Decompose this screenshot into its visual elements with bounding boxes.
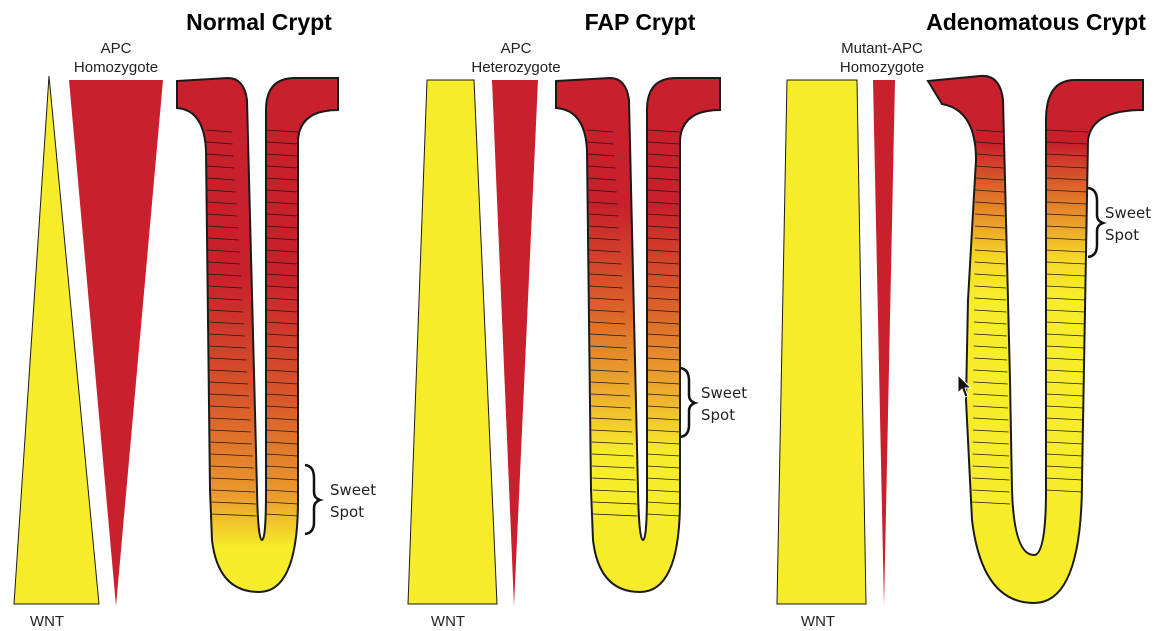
sweet-spot-label-line1: Sweet xyxy=(330,481,376,499)
sweet-spot-bracket xyxy=(680,368,695,437)
panel-title: Normal Crypt xyxy=(186,9,332,35)
panel-title: FAP Crypt xyxy=(585,9,696,35)
sweet-spot-label-line2: Spot xyxy=(1105,226,1139,244)
apc-label-line1: Mutant-APC xyxy=(841,40,923,57)
apc-label-line2: Heterozygote xyxy=(471,59,560,76)
sweet-spot-label-line1: Sweet xyxy=(701,384,747,402)
wnt-label: WNT xyxy=(30,613,64,630)
apc-label-line2: Homozygote xyxy=(840,59,924,76)
wnt-gradient-wedge xyxy=(777,80,866,604)
panel-fap-crypt: FAP Crypt APC Heterozygote Sweet Spot WN… xyxy=(408,9,747,630)
apc-label-line1: APC xyxy=(501,40,532,57)
sweet-spot-label-line2: Spot xyxy=(701,406,735,424)
sweet-spot-label-line1: Sweet xyxy=(1105,204,1151,222)
sweet-spot-bracket xyxy=(305,465,320,534)
mouse-pointer-icon xyxy=(957,374,973,400)
wnt-label: WNT xyxy=(801,613,835,630)
apc-gradient-wedge xyxy=(492,80,538,606)
panel-adenomatous-crypt: Adenomatous Crypt Mutant-APC Homozygote … xyxy=(777,9,1151,630)
apc-label-line2: Homozygote xyxy=(74,59,158,76)
sweet-spot-label-line2: Spot xyxy=(330,503,364,521)
panel-normal-crypt: Normal Crypt APC Homozygote Sweet Spot W… xyxy=(14,9,376,630)
crypt-epithelium xyxy=(928,76,1143,603)
apc-gradient-wedge xyxy=(873,80,895,606)
sweet-spot-bracket xyxy=(1088,188,1103,257)
wnt-label: WNT xyxy=(431,613,465,630)
wnt-gradient-wedge xyxy=(408,80,497,604)
apc-label-line1: APC xyxy=(101,40,132,57)
panel-title: Adenomatous Crypt xyxy=(926,9,1146,35)
crypt-epithelium xyxy=(556,78,720,592)
